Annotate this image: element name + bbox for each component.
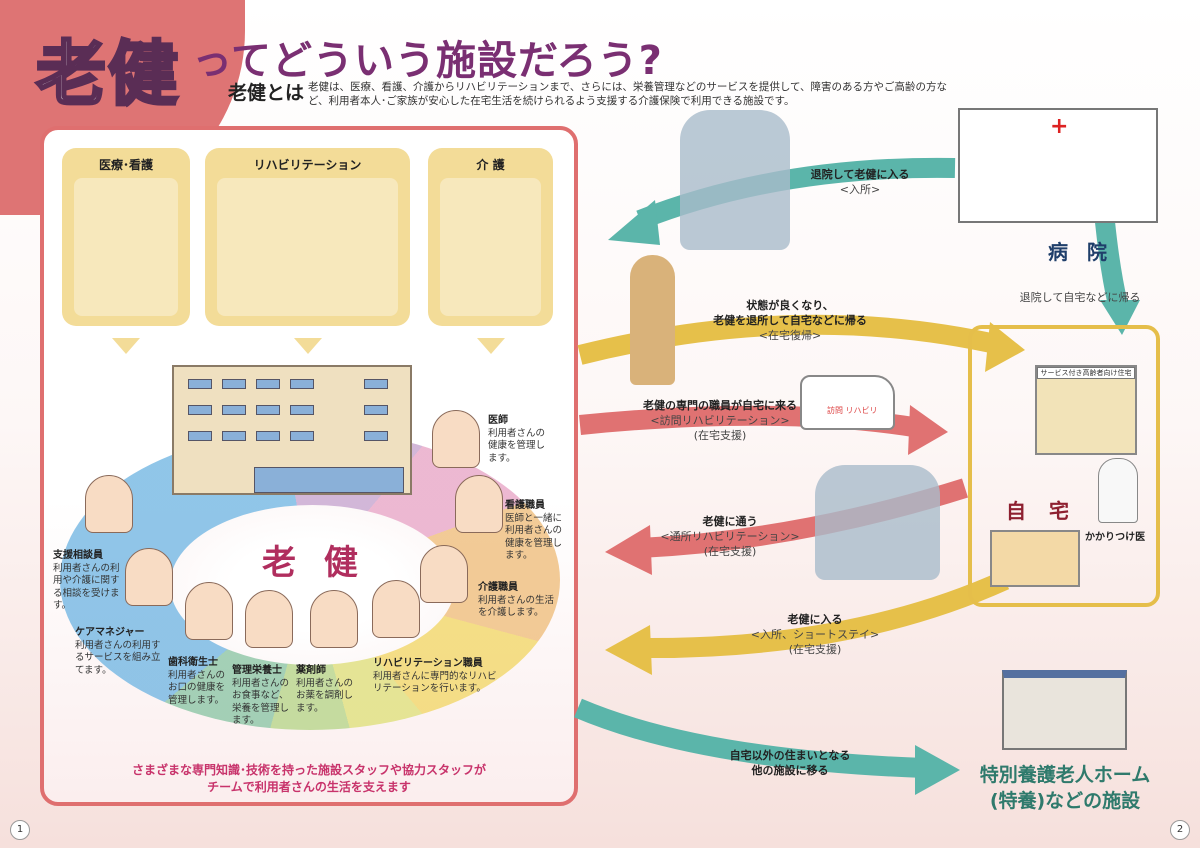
arrow-title: 退院して老健に入る [810, 168, 910, 181]
family-doctor-illustration [1098, 458, 1138, 523]
label-line: 特別養護老人ホーム [979, 764, 1151, 786]
hospital-label: 病 院 [1048, 240, 1113, 264]
staff-name: 歯科衛生士 [168, 657, 218, 668]
bubble-medical: 医療･看護 [62, 148, 190, 354]
staff-desc: 利用者さんのお食事など、栄養を管理します。 [232, 677, 290, 727]
staff-caregiver: 介護職員利用者さんの生活を介護します。 [478, 582, 560, 620]
arrow-admission [639, 570, 1010, 659]
arrow-sub: <訪問リハビリテーション> [650, 414, 790, 427]
staff-desc: 利用者さんに専門的なリハビリテーションを行います。 [373, 670, 497, 695]
medical-illustration [74, 178, 178, 316]
arrow-hospital-to-home [1095, 220, 1128, 308]
staff-dietitian: 管理栄養士利用者さんのお食事など、栄養を管理します。 [232, 665, 294, 728]
dental-hygienist-avatar [185, 582, 233, 640]
staff-pharmacist: 薬剤師利用者さんのお薬を調剤します。 [296, 665, 362, 715]
counselor-avatar [85, 475, 133, 533]
staff-name: 支援相談員 [53, 550, 103, 561]
care-illustration [440, 178, 541, 316]
bubble-label: 医療･看護 [98, 158, 153, 172]
label-admission: 老健に入る <入所、ショートステイ> (在宅支援) [740, 612, 890, 657]
arrow-note: (在宅支援) [693, 429, 747, 442]
arrow-sub: <通所リハビリテーション> [660, 530, 800, 543]
staff-desc: 利用者さんのお薬を調剤します。 [296, 677, 354, 714]
arrow-title: 老健の専門の職員が自宅に来る [643, 399, 797, 412]
label-hospital-to-roken: 退院して老健に入る <入所> [790, 167, 930, 197]
rehab-staff-avatar [372, 580, 420, 638]
home-label: 自 宅 [1006, 499, 1077, 523]
staff-dental-hygienist: 歯科衛生士利用者さんのお口の健康を管理します。 [168, 657, 230, 707]
day-care-illustration [815, 465, 940, 580]
staff-desc: 利用者さんの健康を管理します。 [488, 427, 546, 464]
arrow-title: 老健に入る [787, 613, 843, 626]
center-label: 老 健 [262, 543, 366, 583]
staff-counselor: 支援相談員利用者さんの利用や介護に関する相談を受けます。 [53, 550, 125, 613]
about-text: 老健は、医療、看護、介護からリハビリテーションまで、さらには、栄養管理などのサー… [308, 81, 948, 107]
staff-name: 看護職員 [505, 500, 545, 511]
staff-name: 薬剤師 [296, 665, 326, 676]
bubble-rehab: リハビリテーション [205, 148, 410, 354]
staff-desc: 利用者さんの利用するサービスを組み立てます。 [75, 639, 161, 676]
label-visit-rehab: 老健の専門の職員が自宅に来る <訪問リハビリテーション> (在宅支援) [640, 398, 800, 443]
staff-desc: 利用者さんのお口の健康を管理します。 [168, 669, 226, 706]
bubble-label: リハビリテーション [253, 158, 362, 172]
label-line: (特養)などの施設 [989, 790, 1141, 812]
bottom-message: さまざまな専門知識･技術を持った施設スタッフや協力スタッフがチームで利用者さんの… [40, 762, 578, 796]
arrow-title: 老健に通う [702, 515, 758, 528]
rehab-illustration [217, 178, 398, 316]
label-hospital-to-home: 退院して自宅などに帰る [1019, 291, 1141, 304]
pharmacist-avatar [310, 590, 358, 648]
bubble-label: 介 護 [476, 158, 505, 172]
home-box [968, 325, 1160, 607]
page-number-left: 1 [10, 820, 30, 840]
wheelchair-illustration [680, 110, 790, 250]
service-housing-illustration: サービス付き高齢者向け住宅 [1035, 365, 1137, 455]
label-return-home: 状態が良くなり、 老健を退所して自宅などに帰る <在宅復帰> [690, 298, 890, 343]
staff-desc: 利用者さんの利用や介護に関する相談を受けます。 [53, 562, 120, 612]
staff-doctor: 医師利用者さんの健康を管理します。 [488, 415, 548, 465]
arrow-sub: <在宅復帰> [758, 329, 822, 342]
arrow-sub: <入所> [839, 183, 881, 196]
staff-desc: 利用者さんの生活を介護します。 [478, 594, 555, 619]
dietitian-avatar [245, 590, 293, 648]
hospital-illustration: + [958, 108, 1158, 223]
van-label: 訪問 リハビリ [827, 406, 878, 415]
arrow-title: 他の施設に移る [751, 764, 829, 777]
care-manager-avatar [125, 548, 173, 606]
staff-name: 管理栄養士 [232, 665, 282, 676]
special-nursing-home-illustration [1002, 670, 1127, 750]
label-day-rehab: 老健に通う <通所リハビリテーション> (在宅支援) [650, 514, 810, 559]
staff-desc: 医師と一緒に利用者さんの健康を管理します。 [505, 512, 563, 562]
bottom-line: さまざまな専門知識･技術を持った施設スタッフや協力スタッフが [131, 763, 486, 777]
arrow-title: 状態が良くなり、 老健を退所して自宅などに帰る [713, 299, 867, 327]
bottom-line: チームで利用者さんの生活を支えます [207, 780, 411, 794]
arrow-title: 自宅以外の住まいとなる [729, 749, 851, 762]
bubble-care: 介 護 [428, 148, 553, 354]
staff-name: 医師 [488, 415, 508, 426]
arrow-note: (在宅支援) [788, 643, 842, 656]
staff-name: ケアマネジャー [75, 627, 145, 638]
roken-building-illustration [172, 365, 412, 495]
arrow-to-other-facility [574, 698, 926, 778]
housing-sign: サービス付き高齢者向け住宅 [1037, 367, 1135, 379]
about-label: 老健とは [228, 82, 305, 104]
staff-rehab: リハビリテーション職員利用者さんに専門的なリハビリテーションを行います。 [373, 658, 498, 696]
staff-care-manager: ケアマネジャー利用者さんの利用するサービスを組み立てます。 [75, 627, 165, 677]
caregiver-avatar [420, 545, 468, 603]
elderly-man-illustration [630, 255, 675, 385]
visit-van-illustration: 訪問 リハビリ [800, 375, 895, 430]
staff-name: リハビリテーション職員 [373, 658, 483, 669]
arrow-sub: <入所、ショートステイ> [750, 628, 880, 641]
title-main: 老健 [35, 32, 180, 117]
staff-name: 介護職員 [478, 582, 518, 593]
label-other-facility: 自宅以外の住まいとなる他の施設に移る [715, 748, 865, 778]
house-illustration [990, 530, 1080, 587]
title-sub: ってどういう施設だろう? [192, 38, 663, 84]
special-nursing-home-label: 特別養護老人ホーム (特養)などの施設 [960, 762, 1170, 814]
staff-nurse: 看護職員医師と一緒に利用者さんの健康を管理します。 [505, 500, 565, 563]
doctor-avatar [432, 410, 480, 468]
arrow-note: (在宅支援) [703, 545, 757, 558]
page-number-right: 2 [1170, 820, 1190, 840]
nurse-avatar [455, 475, 503, 533]
family-doctor-label: かかりつけ医 [1085, 532, 1146, 543]
